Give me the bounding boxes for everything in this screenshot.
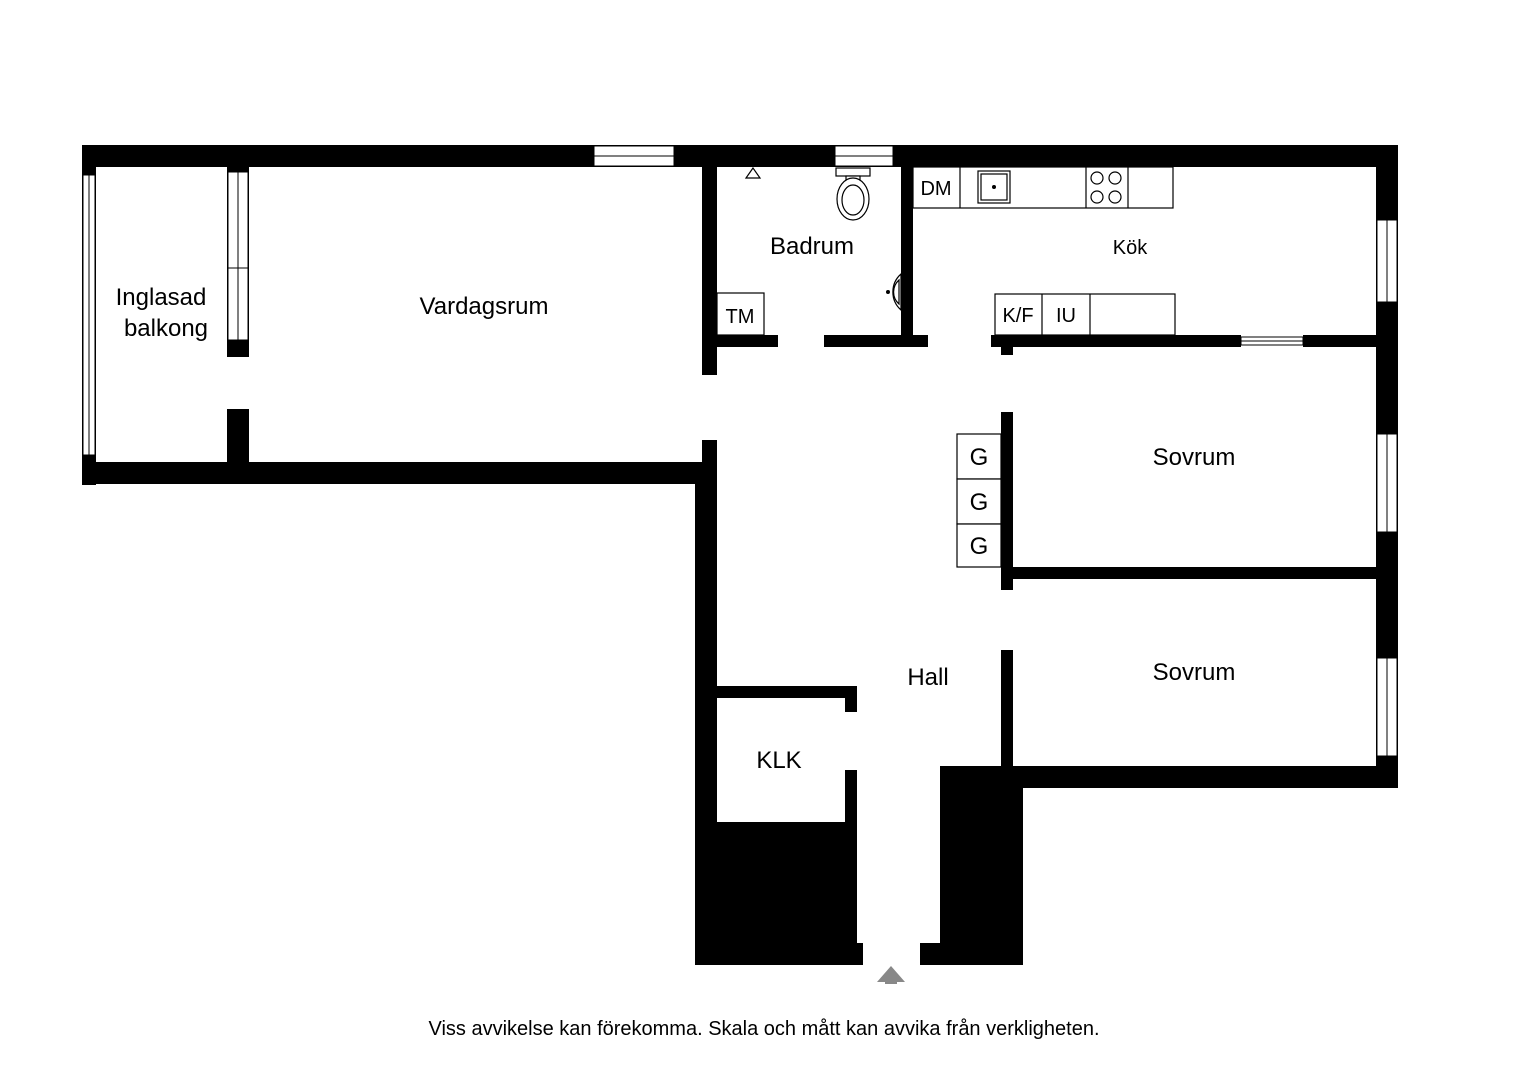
wall-bedroom-bottom bbox=[940, 766, 1398, 788]
wall-balcony-bottom bbox=[227, 409, 249, 464]
fixture-label-iu: IU bbox=[1056, 305, 1076, 327]
room-label-klk: KLK bbox=[756, 747, 801, 774]
disclaimer-text: Viss avvikelse kan förekomma. Skala och … bbox=[428, 1018, 1100, 1040]
room-label-badrum: Badrum bbox=[770, 233, 854, 260]
room-label-inglasad-2: balkong bbox=[124, 315, 208, 342]
stove-icon bbox=[1090, 171, 1122, 204]
room-label-inglasad-1: Inglasad bbox=[116, 284, 207, 311]
kitchen-counter-top bbox=[912, 166, 1174, 209]
wall-bath-bottom-left bbox=[702, 335, 778, 347]
wardrobes: G G G bbox=[956, 433, 1002, 568]
wall-bedroom2-left bbox=[1001, 650, 1013, 788]
washbasin-icon bbox=[886, 272, 902, 312]
sink-icon bbox=[977, 170, 1011, 204]
wardrobe-label-3: G bbox=[970, 533, 989, 560]
outer-walls bbox=[82, 145, 1398, 965]
washing-machine bbox=[716, 292, 765, 336]
wardrobe-label-1: G bbox=[970, 444, 989, 471]
room-label-kok: Kök bbox=[1113, 237, 1148, 259]
wall-kitchen-bottom-right bbox=[1303, 335, 1398, 347]
wall-top bbox=[82, 145, 1398, 167]
windows bbox=[82, 145, 1398, 757]
wall-bedroom1-left bbox=[1001, 412, 1013, 590]
wall-kitchen-stub bbox=[1001, 335, 1013, 355]
wall-hall-stub bbox=[702, 440, 717, 470]
entrance-arrow-icon bbox=[877, 966, 905, 984]
fixture-label-tm: TM bbox=[726, 306, 755, 328]
fixture-label-dm: DM bbox=[920, 178, 951, 200]
room-label-vardagsrum: Vardagsrum bbox=[420, 293, 549, 320]
kitchen-fixtures: DM K/F IU bbox=[912, 166, 1176, 336]
room-label-sovrum-2: Sovrum bbox=[1153, 659, 1236, 686]
wall-bath-left bbox=[702, 167, 717, 375]
wall-living-bottom bbox=[82, 462, 716, 484]
floor-drain-icon bbox=[744, 166, 762, 179]
bathroom-fixtures: TM bbox=[716, 166, 902, 336]
wall-klk-top bbox=[695, 686, 857, 698]
wall-klk-stub-bottom bbox=[845, 770, 857, 830]
wardrobe-2 bbox=[956, 478, 1002, 525]
wall-bedrooms-divider bbox=[1001, 567, 1398, 579]
wall-block-left bbox=[695, 822, 857, 965]
interior-walls bbox=[227, 167, 1398, 830]
room-labels: Inglasad balkong Vardagsrum Badrum Kök S… bbox=[116, 233, 1236, 774]
wardrobe-3 bbox=[956, 523, 1002, 568]
wall-entry-left bbox=[695, 943, 863, 965]
room-label-hall: Hall bbox=[907, 664, 948, 691]
wardrobe-1 bbox=[956, 433, 1002, 480]
wardrobe-label-2: G bbox=[970, 489, 989, 516]
wall-entry-right bbox=[920, 943, 1023, 965]
wall-kitchen-bottom-left bbox=[991, 335, 1241, 347]
toilet-icon bbox=[835, 167, 871, 221]
room-label-sovrum-1: Sovrum bbox=[1153, 444, 1236, 471]
wall-block-right bbox=[940, 766, 1023, 965]
wall-bath-kitchen bbox=[901, 167, 913, 347]
fixture-label-kf: K/F bbox=[1002, 305, 1033, 327]
wall-klk-stub-top bbox=[845, 686, 857, 712]
kitchen-counter-bottom bbox=[994, 293, 1176, 336]
